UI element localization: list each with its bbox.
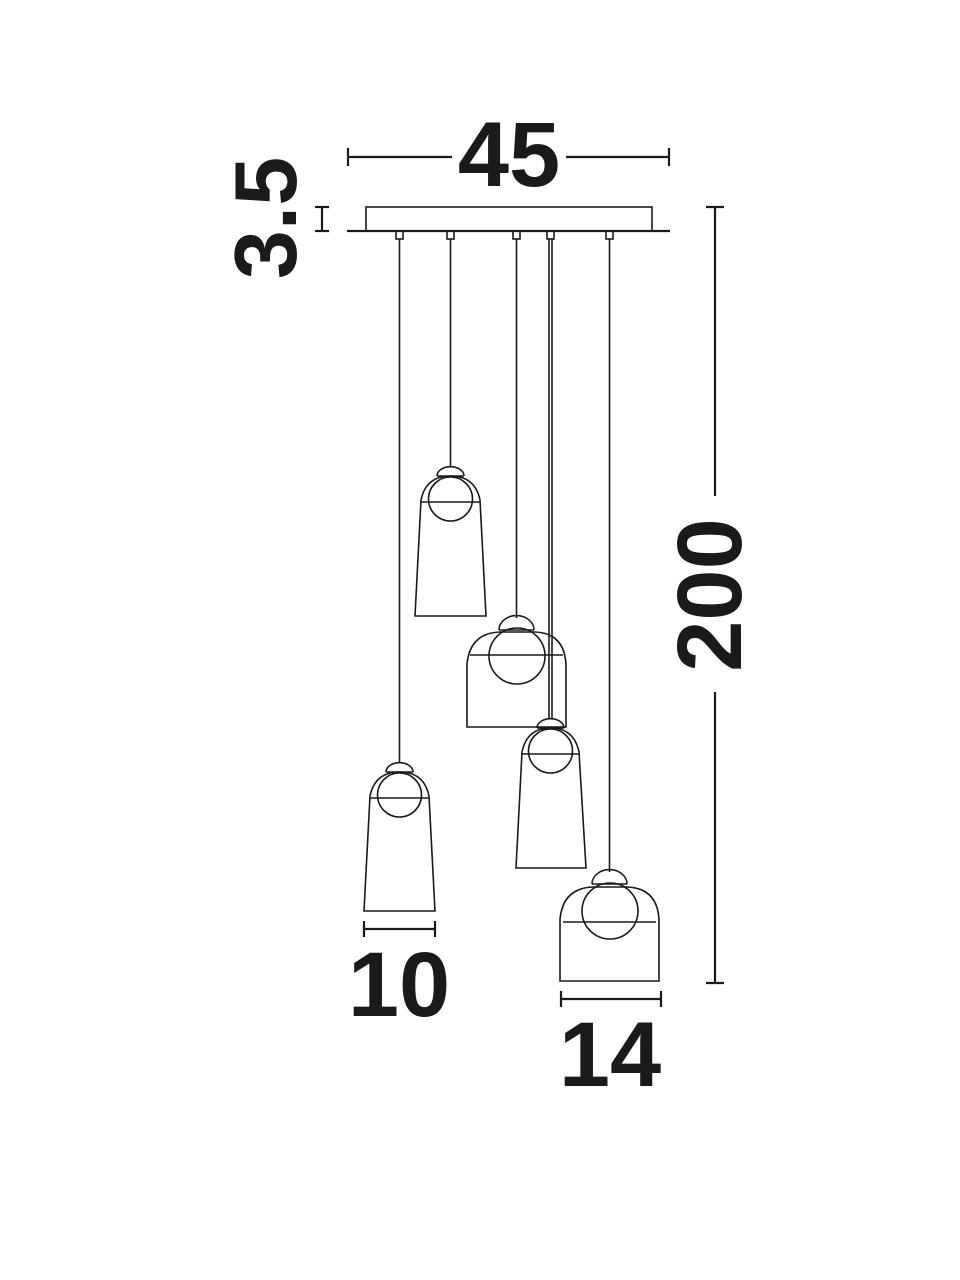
pendant-narrow-lower-middle xyxy=(515,717,587,869)
ceiling-canopy xyxy=(347,206,670,240)
pendant-wide-middle xyxy=(466,614,567,728)
small-shade-width-label: 10 xyxy=(348,934,450,1036)
pendant-wide-bottom xyxy=(559,868,660,982)
canopy-height-dimension: 3.5 xyxy=(216,157,329,279)
pendant-narrow-upper xyxy=(414,465,487,617)
total-height-label: 200 xyxy=(659,518,761,672)
canopy-width-label: 45 xyxy=(458,104,560,206)
large-shade-width-dimension: 14 xyxy=(559,991,663,1106)
total-height-dimension: 200 xyxy=(659,205,761,985)
large-shade-width-label: 14 xyxy=(559,1004,661,1106)
canopy-height-label: 3.5 xyxy=(216,157,315,279)
small-shade-width-dimension: 10 xyxy=(348,921,450,1036)
pendant-narrow-lower-left xyxy=(363,761,436,912)
canopy-width-dimension: 45 xyxy=(346,104,671,206)
suspension-cords xyxy=(398,239,611,872)
